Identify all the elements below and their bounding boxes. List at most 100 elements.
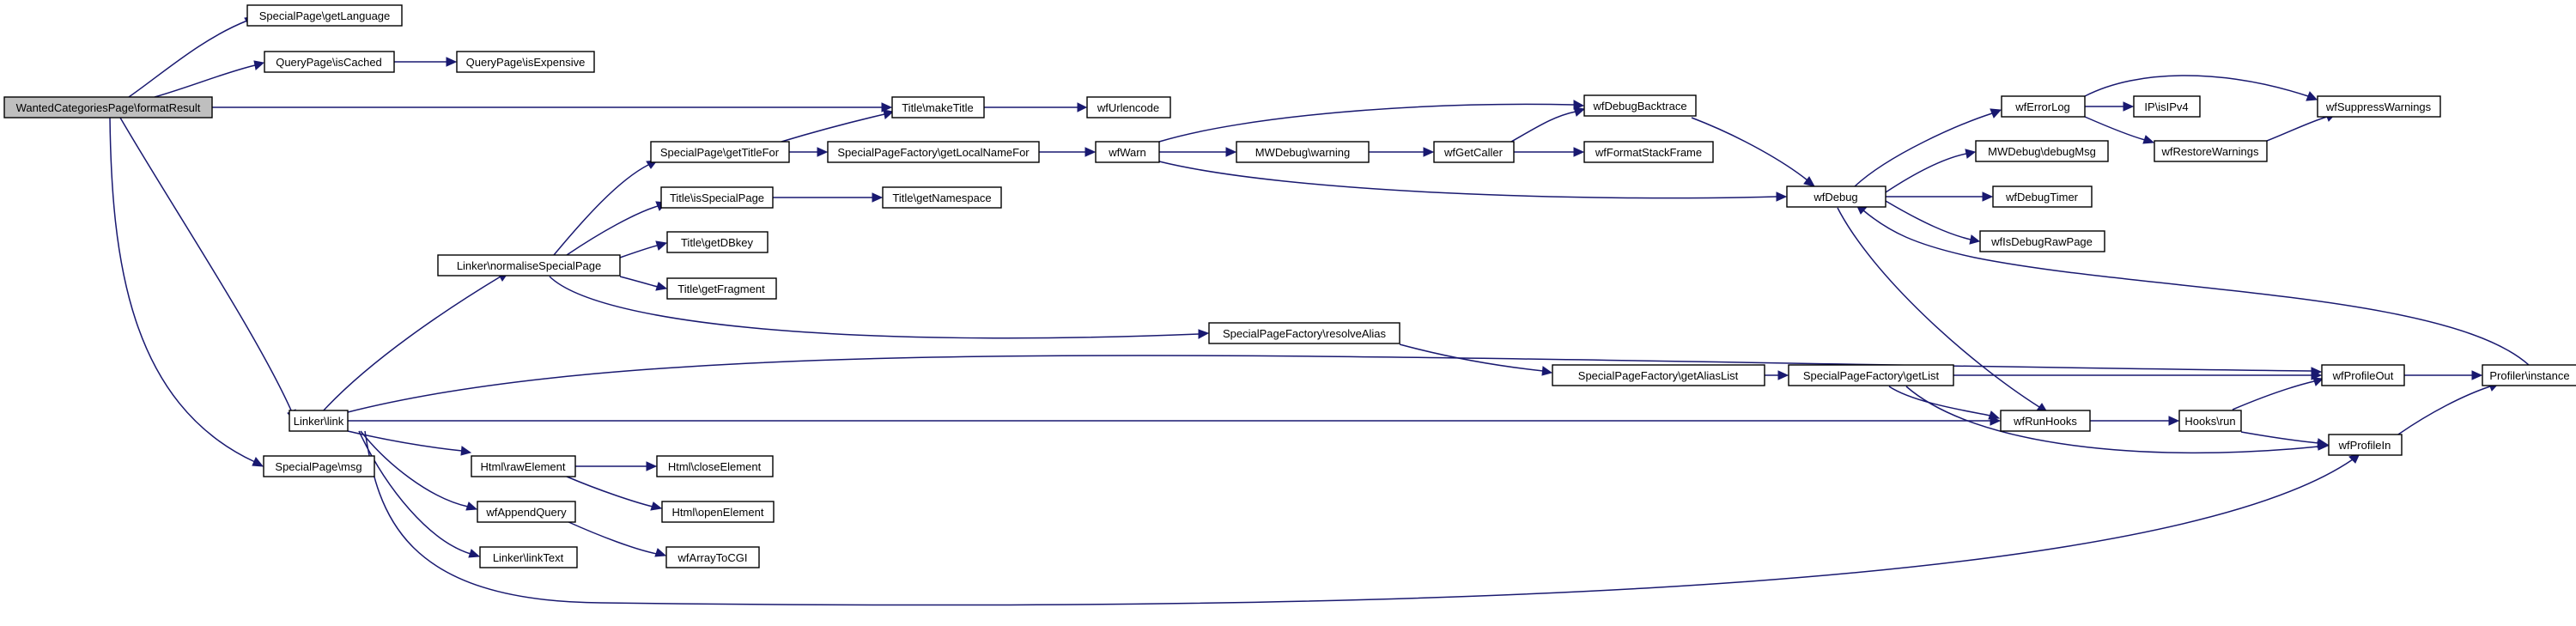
node-specialpage-gettitlefor[interactable]: SpecialPage\getTitleFor: [650, 141, 790, 163]
node-title-getfragment[interactable]: Title\getFragment: [666, 277, 777, 300]
node-title-getdbkey[interactable]: Title\getDBkey: [666, 231, 769, 253]
svg-text:wfFormatStackFrame: wfFormatStackFrame: [1595, 146, 1702, 159]
svg-text:wfArrayToCGI: wfArrayToCGI: [677, 551, 748, 564]
svg-text:wfDebug: wfDebug: [1813, 191, 1857, 204]
edge-wfgetcaller-to-wfdebugbacktrace: [1510, 106, 1586, 143]
edge-html-rawelement-to-html-openelement: [566, 476, 663, 511]
svg-text:wfProfileOut: wfProfileOut: [2332, 369, 2394, 382]
svg-text:SpecialPageFactory\getAliasLis: SpecialPageFactory\getAliasList: [1578, 369, 1739, 382]
node-wfdebugbacktrace[interactable]: wfDebugBacktrace: [1583, 94, 1697, 117]
edge-normalise-to-spf-resolvealias: [549, 276, 1210, 339]
node-wfisdebugrawpage[interactable]: wfIsDebugRawPage: [1979, 230, 2105, 252]
edge-sp-gettitlefor-to-spf-getlocalnamefor: [789, 147, 829, 157]
svg-text:SpecialPage\getLanguage: SpecialPage\getLanguage: [259, 9, 391, 22]
node-wfwarn[interactable]: wfWarn: [1095, 141, 1160, 163]
edge-normalise-to-title-getdbkey: [619, 240, 668, 258]
node-html-openelement[interactable]: Html\openElement: [661, 501, 775, 523]
svg-text:wfDebugBacktrace: wfDebugBacktrace: [1592, 100, 1686, 112]
edge-hooks-run-to-wfprofilein: [2240, 431, 2330, 448]
edge-title-maketitle-to-wfurlencode: [984, 102, 1088, 112]
node-title-isspecialpage[interactable]: Title\isSpecialPage: [660, 186, 774, 209]
node-hooks-run[interactable]: Hooks\run: [2178, 410, 2242, 432]
svg-text:Linker\linkText: Linker\linkText: [493, 551, 564, 564]
svg-text:Hooks\run: Hooks\run: [2184, 415, 2235, 428]
node-specialpagefactory-getlocalnamefor[interactable]: SpecialPageFactory\getLocalNameFor: [827, 141, 1040, 163]
edge-root-to-sp-msg: [109, 117, 264, 467]
node-specialpagefactory-resolvealias[interactable]: SpecialPageFactory\resolveAlias: [1208, 322, 1400, 344]
svg-text:wfDebugTimer: wfDebugTimer: [2005, 191, 2079, 204]
node-wfprofilein[interactable]: wfProfileIn: [2328, 434, 2403, 456]
svg-text:wfAppendQuery: wfAppendQuery: [485, 506, 567, 519]
edge-linker-link-to-linker-linktext: [358, 430, 481, 558]
node-ip-isipv4[interactable]: IP\isIPv4: [2133, 95, 2201, 118]
edge-wfgetcaller-to-wfformatstackframe: [1514, 147, 1585, 157]
node-wfdebug[interactable]: wfDebug: [1786, 185, 1886, 208]
node-title-maketitle[interactable]: Title\makeTitle: [891, 96, 985, 119]
node-specialpagefactory-getaliaslist[interactable]: SpecialPageFactory\getAliasList: [1552, 364, 1765, 386]
edge-wfwarn-to-mwdebug-warning: [1159, 147, 1237, 157]
node-specialpage-getlanguage[interactable]: SpecialPage\getLanguage: [246, 4, 403, 27]
edge-wfdebug-to-wferrorlog: [1854, 108, 2002, 187]
node-linker-normalisespecialpage[interactable]: Linker\normaliseSpecialPage: [437, 254, 621, 277]
node-wfappendquery[interactable]: wfAppendQuery: [477, 501, 576, 523]
call-graph-nodes: WantedCategoriesPage\formatResult Specia…: [3, 4, 2576, 568]
node-specialpagefactory-getlist[interactable]: SpecialPageFactory\getList: [1788, 364, 1954, 386]
edge-hooks-run-to-wfprofileout: [2232, 377, 2324, 410]
node-linker-linktext[interactable]: Linker\linkText: [479, 546, 578, 568]
node-wfarraytocgi[interactable]: wfArrayToCGI: [665, 546, 760, 568]
node-html-rawelement[interactable]: Html\rawElement: [471, 455, 576, 477]
svg-text:wfGetCaller: wfGetCaller: [1443, 146, 1504, 159]
edge-normalise-to-sp-gettitlefor: [553, 160, 659, 256]
node-mwdebug-debugmsg[interactable]: MWDebug\debugMsg: [1975, 140, 2109, 162]
node-querypage-isexpensive[interactable]: QueryPage\isExpensive: [456, 51, 595, 73]
svg-text:SpecialPageFactory\resolveAlia: SpecialPageFactory\resolveAlias: [1223, 327, 1387, 340]
node-wfgetcaller[interactable]: wfGetCaller: [1433, 141, 1515, 163]
edge-linker-link-to-normalise: [321, 271, 510, 413]
edge-wferrorlog-to-wfsuppresswarnings: [2084, 75, 2318, 101]
svg-text:Html\rawElement: Html\rawElement: [481, 460, 566, 473]
node-specialpage-msg[interactable]: SpecialPage\msg: [263, 455, 375, 477]
node-wfdebugtimer[interactable]: wfDebugTimer: [1992, 185, 2093, 208]
node-wferrorlog[interactable]: wfErrorLog: [2001, 95, 2086, 118]
edge-mwdebug-warning-to-wfgetcaller: [1369, 147, 1435, 157]
svg-text:wfProfileIn: wfProfileIn: [2338, 439, 2391, 452]
edge-linker-link-to-wfprofileout: [347, 355, 2323, 413]
edge-root-to-linker-link: [119, 117, 296, 422]
svg-text:wfRunHooks: wfRunHooks: [2013, 415, 2077, 428]
edge-wfwarn-to-wfdebugbacktrace: [1158, 100, 1585, 143]
svg-text:wfSuppressWarnings: wfSuppressWarnings: [2325, 100, 2432, 113]
node-querypage-iscached[interactable]: QueryPage\isCached: [264, 51, 395, 73]
edge-resolvealias-to-getaliaslist: [1399, 343, 1553, 376]
svg-text:Profiler\instance: Profiler\instance: [2489, 369, 2569, 382]
node-wfprofileout[interactable]: wfProfileOut: [2321, 364, 2405, 386]
edge-wfdebug-to-wfisdebugrawpage: [1885, 200, 1981, 245]
svg-text:Html\openElement: Html\openElement: [672, 506, 764, 519]
node-profiler-instance[interactable]: Profiler\instance: [2482, 364, 2576, 386]
node-wfsuppresswarnings[interactable]: wfSuppressWarnings: [2317, 95, 2441, 118]
node-linker-link[interactable]: Linker\link: [289, 410, 349, 432]
edge-getaliaslist-to-getlist: [1765, 370, 1789, 380]
node-html-closeelement[interactable]: Html\closeElement: [656, 455, 774, 477]
node-title-getnamespace[interactable]: Title\getNamespace: [882, 186, 1002, 209]
edge-wfdebug-to-wfdebugtimer: [1886, 191, 1994, 202]
svg-text:MWDebug\warning: MWDebug\warning: [1255, 146, 1351, 159]
node-wfurlencode[interactable]: wfUrlencode: [1086, 96, 1171, 119]
svg-text:WantedCategoriesPage\formatRes: WantedCategoriesPage\formatResult: [16, 101, 201, 114]
edge-root-to-title-maketitle: [212, 102, 893, 112]
svg-text:wfRestoreWarnings: wfRestoreWarnings: [2161, 145, 2259, 158]
edge-linker-link-to-wfappendquery: [360, 430, 478, 511]
node-wantedcategoriespage-formatresult[interactable]: WantedCategoriesPage\formatResult: [3, 96, 213, 119]
edge-wferrorlog-to-ip-isipv4: [2085, 101, 2135, 112]
edge-wfprofileout-to-profiler-instance: [2404, 370, 2483, 380]
node-mwdebug-warning[interactable]: MWDebug\warning: [1236, 141, 1370, 163]
edge-profiler-instance-to-wfdebug: [1856, 204, 2530, 366]
node-wfrunhooks[interactable]: wfRunHooks: [2000, 410, 2091, 432]
edge-normalise-to-title-getfragment: [619, 276, 668, 291]
svg-text:Html\closeElement: Html\closeElement: [668, 460, 762, 473]
node-wfrestorewarnings[interactable]: wfRestoreWarnings: [2154, 140, 2268, 162]
node-wfformatstackframe[interactable]: wfFormatStackFrame: [1583, 141, 1714, 163]
svg-text:IP\isIPv4: IP\isIPv4: [2144, 100, 2188, 113]
edge-wfrunhooks-to-hooks-run: [2090, 416, 2180, 426]
svg-text:wfUrlencode: wfUrlencode: [1097, 101, 1159, 114]
call-graph-edges: [109, 15, 2530, 606]
